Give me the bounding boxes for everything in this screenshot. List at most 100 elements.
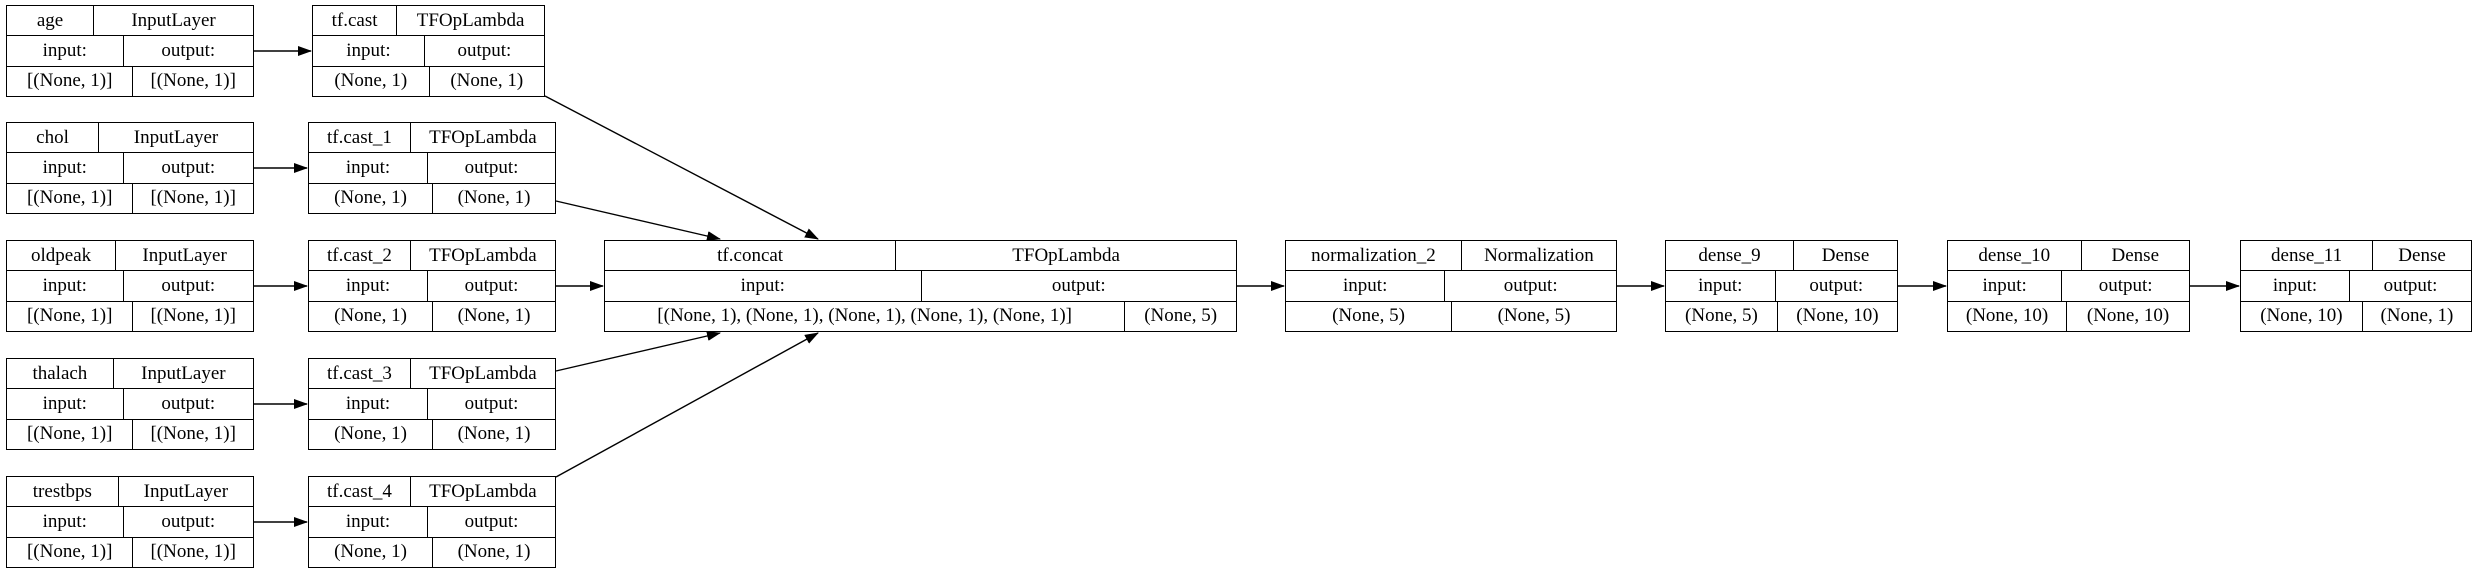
node-row: input:output: xyxy=(313,35,544,66)
input-shape: (None, 10) xyxy=(1965,305,2049,327)
node-row: (None, 1) (None, 1) xyxy=(313,65,545,96)
layer-name: tf.cast_3 xyxy=(326,362,392,384)
input-label: input: xyxy=(345,156,391,178)
layer-name: dense_10 xyxy=(1978,244,2051,266)
output-shape: [(None, 1)] xyxy=(132,66,253,96)
output-shape: (None, 1) xyxy=(432,183,555,213)
node-row: (None, 1)(None, 1) xyxy=(309,536,555,567)
layer-type: TFOpLambda xyxy=(409,359,555,389)
node-row: tf.cast_3 TFOpLambda xyxy=(309,359,555,389)
output-shape: (None, 1) xyxy=(432,301,555,331)
layer-type: Dense xyxy=(2080,241,2189,271)
output-label: output: xyxy=(427,153,555,183)
input-label: input: xyxy=(42,392,87,414)
node-row: input:output: xyxy=(7,270,253,301)
layer-type: InputLayer xyxy=(117,477,253,507)
output-label: output: xyxy=(427,507,555,537)
layer-name: tf.cast_1 xyxy=(326,126,392,148)
input-shape: [(None, 1)] xyxy=(26,305,113,327)
input-label: input: xyxy=(345,510,391,532)
edge-tf.cast_4-to-tf.concat xyxy=(555,332,819,478)
input-shape: (None, 1) xyxy=(334,70,408,92)
output-label: output: xyxy=(1444,271,1616,301)
node-row: input: output: xyxy=(309,506,555,537)
output-label: output: xyxy=(122,271,253,301)
output-label: output: xyxy=(122,507,253,537)
layer-type: InputLayer xyxy=(112,359,253,389)
node-row: (None, 1) (None, 1) xyxy=(309,182,555,213)
output-label: output: xyxy=(2061,271,2189,301)
node-row: (None, 10) (None, 10) xyxy=(1948,300,2189,331)
edge-tf.cast_1-to-tf.concat xyxy=(555,200,721,241)
output-shape: (None, 5) xyxy=(1124,301,1236,331)
output-shape: (None, 1) xyxy=(428,66,545,96)
layer-type: TFOpLambda xyxy=(409,477,555,507)
input-shape: (None, 1) xyxy=(334,541,407,563)
layer-name: age xyxy=(36,9,64,31)
node-row: input:output: xyxy=(7,35,253,66)
input-shape: [(None, 1)] xyxy=(26,423,113,445)
layer-name: normalization_2 xyxy=(1311,244,1436,266)
node-row: input:output: xyxy=(7,152,253,183)
node-row: [(None, 1), (None, 1), (None, 1), (None,… xyxy=(605,300,1236,331)
input-label: input: xyxy=(2272,274,2318,296)
input-shape: (None, 1) xyxy=(334,187,407,209)
node-row: [(None, 1)] [(None, 1)] xyxy=(7,65,253,96)
layer-type: TFOpLambda xyxy=(409,241,555,271)
node-row: input:output: xyxy=(309,388,555,419)
output-shape: (None, 5) xyxy=(1451,301,1616,331)
output-shape: (None, 1) xyxy=(2361,301,2471,331)
output-shape: (None, 1) xyxy=(432,419,555,449)
layer-name: chol xyxy=(36,126,69,148)
output-label: output: xyxy=(2349,271,2471,301)
input-shape: [(None, 1)] xyxy=(26,70,113,92)
layer-name: dense_11 xyxy=(2271,244,2343,266)
layer-type: TFOpLambda xyxy=(396,6,544,36)
layer-name: oldpeak xyxy=(31,244,92,266)
layer-type: InputLayer xyxy=(115,241,253,271)
node-row: input:output: xyxy=(1948,270,2189,301)
layer-type: InputLayer xyxy=(93,6,253,36)
output-label: output: xyxy=(122,36,253,66)
input-shape: (None, 10) xyxy=(2260,305,2343,327)
input-shape: [(None, 1)] xyxy=(26,541,113,563)
output-shape: (None, 10) xyxy=(2066,301,2189,331)
input-label: input: xyxy=(345,392,391,414)
input-label: input: xyxy=(1343,274,1388,296)
node-row: (None, 1) (None, 1) xyxy=(309,300,555,331)
node-row: (None, 5)(None, 10) xyxy=(1666,300,1897,331)
input-shape: (None, 1) xyxy=(334,305,407,327)
input-label: input: xyxy=(345,274,391,296)
node-row: oldpeak InputLayer xyxy=(7,241,253,271)
input-label: input: xyxy=(740,274,785,296)
node-row: age InputLayer xyxy=(7,6,253,36)
output-shape: [(None, 1)] xyxy=(132,537,253,567)
layer-type: Dense xyxy=(1793,241,1897,271)
node-row: (None, 5)(None, 5) xyxy=(1286,300,1616,331)
layer-name: dense_9 xyxy=(1698,244,1761,266)
node-row: input: output: xyxy=(309,152,555,183)
output-shape: [(None, 1)] xyxy=(132,419,253,449)
node-row: input:output: xyxy=(7,506,253,537)
node-row: chol InputLayer xyxy=(7,123,253,153)
edge-tf.cast-to-tf.concat xyxy=(544,95,819,240)
input-label: input: xyxy=(42,156,87,178)
node-row: [(None, 1)][(None, 1)] xyxy=(7,182,253,213)
node-row: (None, 10) (None, 1) xyxy=(2241,300,2471,331)
node-row: dense_10 Dense xyxy=(1948,241,2189,271)
node-row: [(None, 1)] [(None, 1)] xyxy=(7,418,253,449)
layer-type: InputLayer xyxy=(98,123,253,153)
